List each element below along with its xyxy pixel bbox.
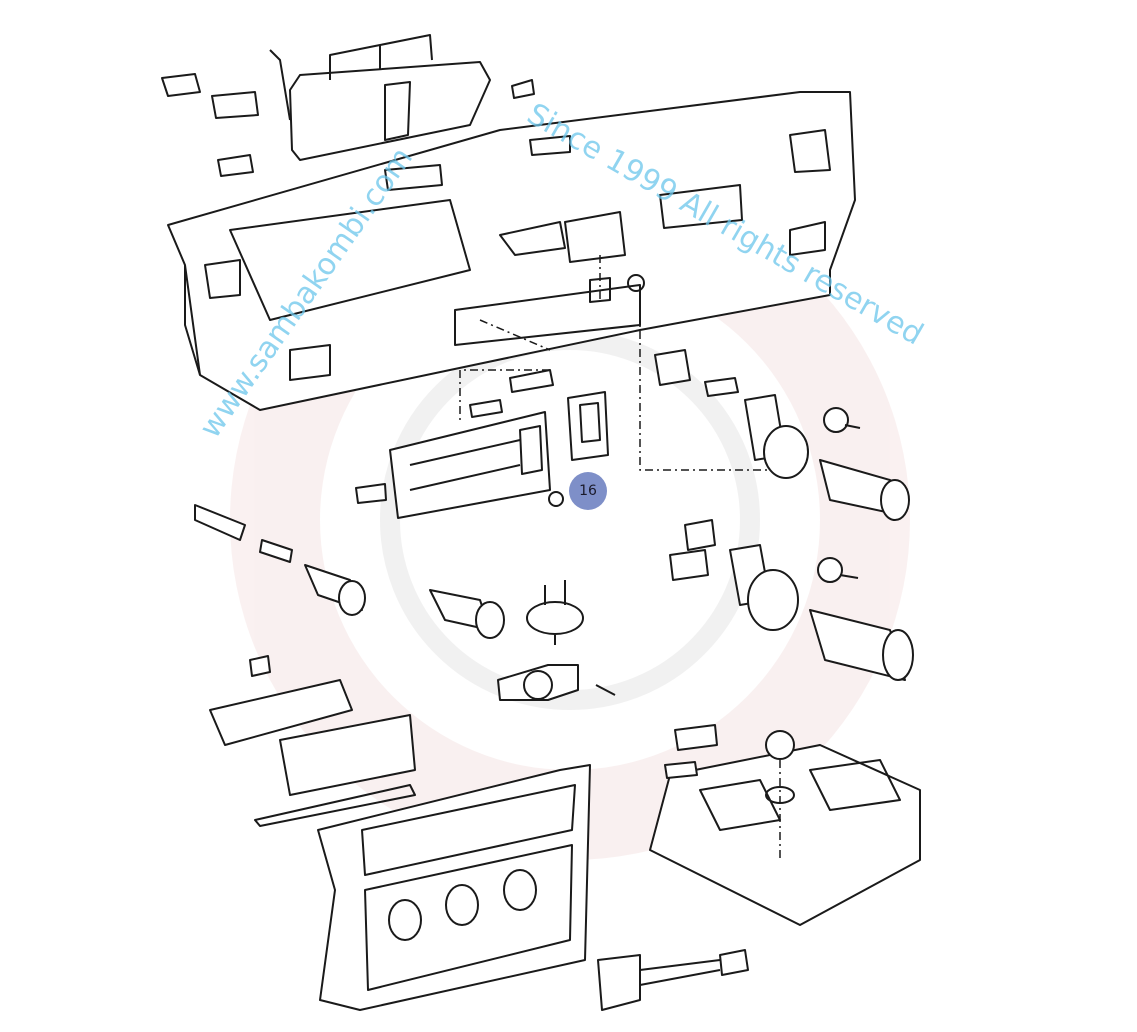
control-panel xyxy=(355,369,609,519)
cigarette-lighter-parts xyxy=(654,349,914,681)
floor-section xyxy=(597,724,921,1011)
dashboard-panel xyxy=(167,91,856,411)
small-parts-left-top xyxy=(161,73,535,177)
instrument-cluster xyxy=(269,34,491,161)
part-callout-16[interactable]: 16 xyxy=(569,472,607,510)
left-parts xyxy=(194,504,616,827)
center-console xyxy=(317,764,591,1011)
dash-leader-lines xyxy=(459,255,780,471)
